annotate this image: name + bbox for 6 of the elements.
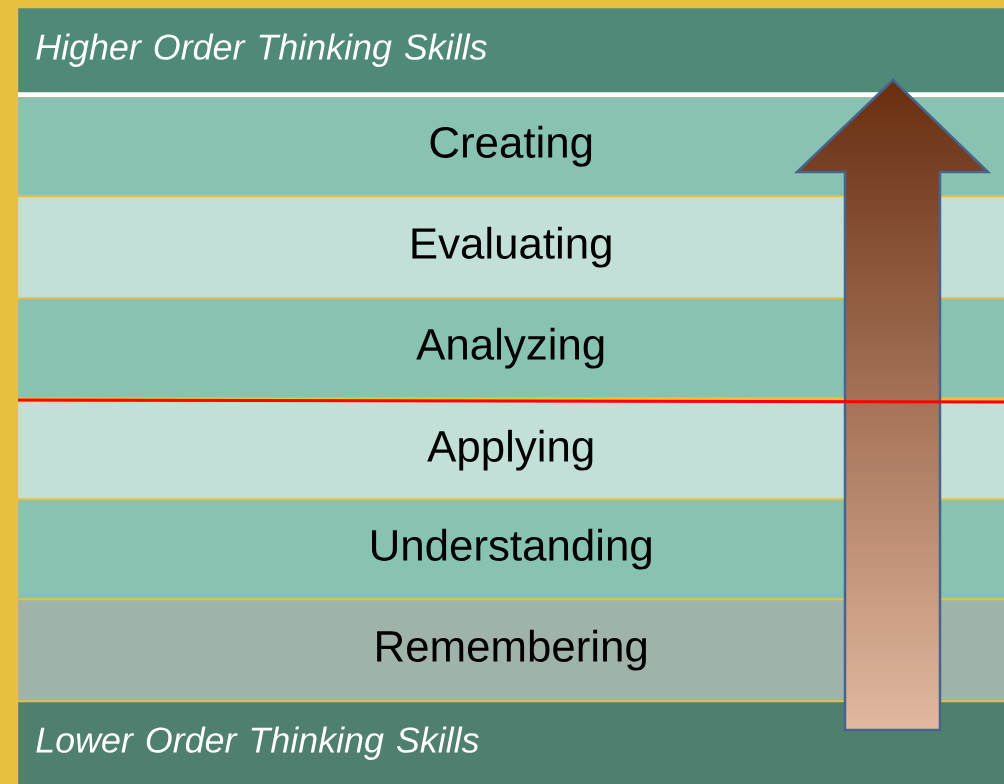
header-band: Higher Order Thinking Skills [18,8,1004,93]
level-band: Remembering [18,600,1004,701]
level-band: Evaluating [18,197,1004,298]
level-band: Analyzing [18,299,1004,398]
header-band: Lower Order Thinking Skills [18,702,1004,784]
level-band: Understanding [18,500,1004,599]
